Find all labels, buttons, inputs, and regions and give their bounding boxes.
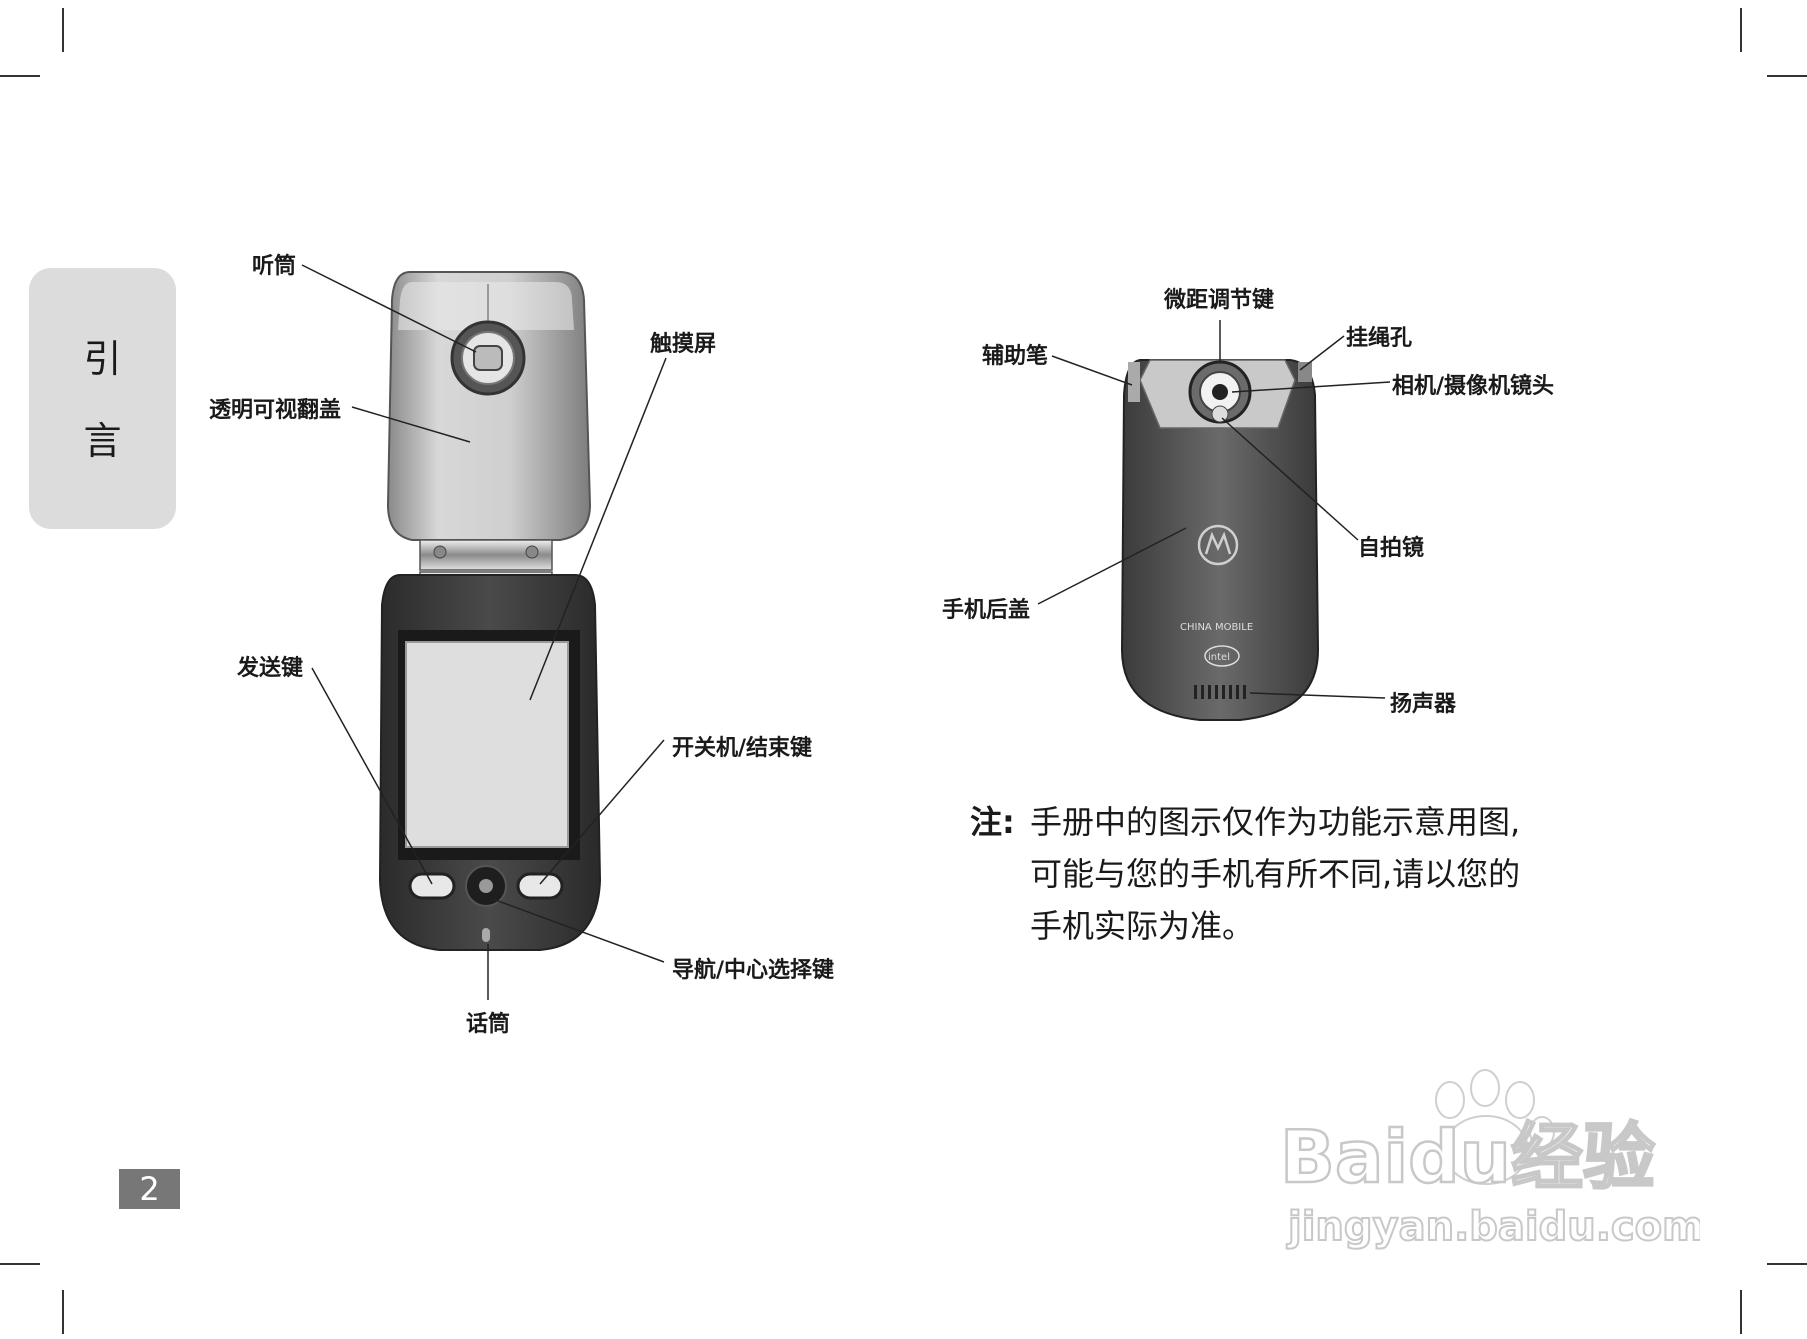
lanyard-hole (1298, 362, 1312, 382)
crop-mark (1767, 1263, 1807, 1265)
touchscreen (405, 641, 569, 848)
crop-mark (1767, 75, 1807, 77)
back-cover (1120, 359, 1320, 721)
watermark-brand: Baidu经验 (1280, 1115, 1655, 1199)
note-line: 手册中的图示仅作为功能示意用图, (1030, 803, 1521, 841)
note-body: 手册中的图示仅作为功能示意用图, 可能与您的手机有所不同,请以您的 手机实际为准… (1030, 796, 1520, 952)
phone-front (378, 271, 602, 951)
speaker (1194, 685, 1246, 699)
send-key (408, 872, 456, 900)
crop-mark (1740, 1290, 1742, 1334)
label-flip: 透明可视翻盖 (209, 398, 342, 423)
label-power-key: 开关机/结束键 (672, 736, 813, 761)
label-mirror: 自拍镜 (1358, 536, 1425, 561)
label-camera-lens: 相机/摄像机镜头 (1392, 374, 1555, 399)
note-line: 可能与您的手机有所不同,请以您的 (1030, 855, 1521, 893)
watermark-url: jingyan.baidu.com (1286, 1204, 1700, 1250)
chapter-char-2: 言 (83, 419, 122, 463)
chapter-tab: 引 言 (29, 268, 176, 529)
phone-back: CHINA MOBILE intel (1120, 359, 1320, 721)
page-number: 2 (119, 1169, 180, 1209)
label-speaker: 扬声器 (1390, 692, 1457, 717)
paw-icon (1435, 1069, 1555, 1185)
crop-mark (0, 1263, 40, 1265)
power-end-key (516, 872, 564, 900)
label-back-cover: 手机后盖 (942, 598, 1031, 623)
crop-mark (62, 8, 64, 52)
label-stylus: 辅助笔 (982, 344, 1049, 369)
brand-logo (1197, 524, 1239, 566)
label-touchscreen: 触摸屏 (650, 332, 717, 357)
label-send-key: 发送键 (237, 656, 304, 681)
label-macro-key: 微距调节键 (1164, 288, 1275, 313)
crop-mark (62, 1290, 64, 1334)
operator-print: CHINA MOBILE (1180, 622, 1253, 633)
note-line: 手机实际为准。 (1030, 907, 1255, 945)
microphone (482, 928, 490, 942)
chip-print: intel (1208, 652, 1230, 663)
crop-mark (0, 75, 40, 77)
label-microphone: 话筒 (466, 1012, 511, 1037)
label-nav-key: 导航/中心选择键 (672, 958, 835, 983)
crop-mark (1740, 8, 1742, 52)
label-earpiece: 听筒 (252, 254, 297, 279)
label-lanyard: 挂绳孔 (1346, 326, 1413, 351)
watermark: Baidu经验 jingyan.baidu.com (1280, 1069, 1700, 1251)
note-tag: 注: (970, 803, 1015, 841)
chapter-char-1: 引 (83, 337, 122, 381)
self-mirror (1211, 405, 1229, 423)
stylus (1128, 362, 1140, 402)
flip-cover (386, 271, 592, 541)
